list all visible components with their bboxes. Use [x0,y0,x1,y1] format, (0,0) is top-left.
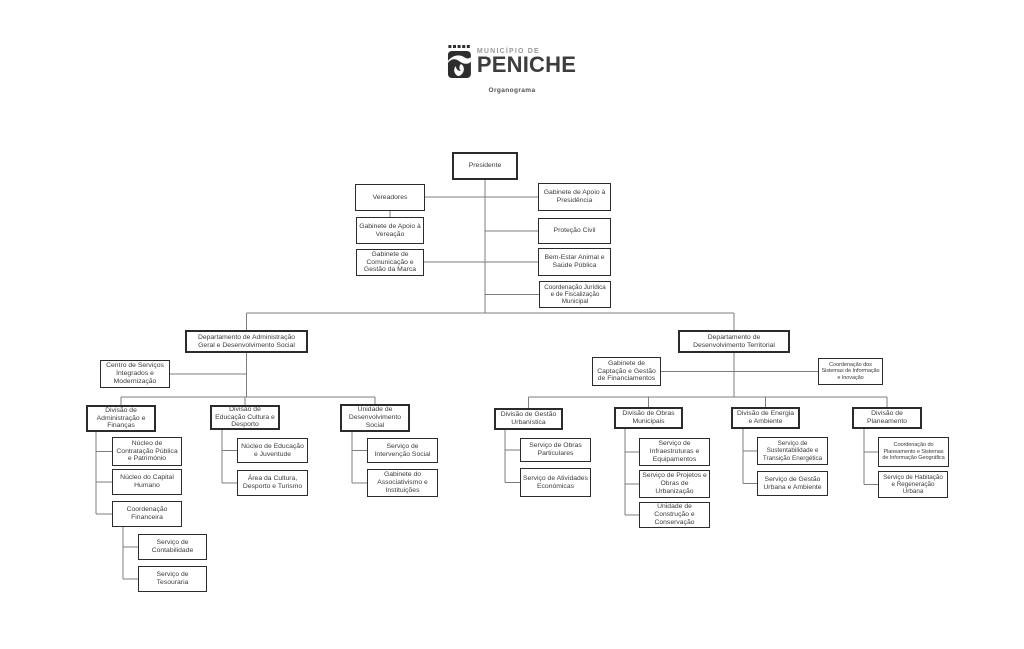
org-node-unidade-construcao: Unidade de Construção e Conservação [639,502,710,528]
organogram-subtitle: Organograma [488,87,536,94]
org-node-divisao-educacao: Divisão de Educação Cultura e Desporto [210,405,280,430]
org-node-servico-habitacao: Serviço de Habitação e Regeneração Urban… [878,471,948,498]
org-node-gabinete-captacao: Gabinete de Captação e Gestão de Financi… [592,357,661,386]
org-node-vereadores: Vereadores [355,184,425,211]
org-node-nucleo-capital-humano: Núcleo do Capital Humano [112,469,182,495]
org-node-nucleo-contratacao: Núcleo de Contratação Pública e Patrimón… [112,437,182,466]
org-node-presidente: Presidente [452,152,518,180]
org-node-servico-atividades-economicas: Serviço de Atividades Económicas [520,468,591,497]
municipality-label: MUNICÍPIO DE [476,48,540,55]
org-node-gabinete-associativismo: Gabinete do Associativismo e Instituiçõe… [367,469,438,497]
org-node-gabinete-apoio-presidencia: Gabinete de Apoio à Presidência [538,183,611,211]
org-node-divisao-energia-ambiente: Divisão de Energia e Ambiente [731,407,800,429]
logo-text: MUNICÍPIO DE PENICHE [477,45,576,76]
municipality-name: PENICHE [476,52,577,77]
org-node-departamento-administracao: Departamento de Administração Geral e De… [185,330,308,353]
org-node-coordenacao-planeamento: Coordenação do Planeamento e Sistemas de… [878,437,949,467]
org-node-servico-intervencao: Serviço de Intervenção Social [367,438,438,463]
connectors-left-department [120,353,376,405]
connectors-trunk [246,180,735,330]
connectors-presidency-staff [389,196,539,295]
org-node-servico-gestao-urbana: Serviço de Gestão Urbana e Ambiente [757,471,828,496]
municipality-logo: MUNICÍPIO DE PENICHE [447,45,576,79]
org-node-servico-sustentabilidade: Serviço de Sustentabilidade e Transição … [757,437,828,465]
org-node-divisao-gestao-urbanistica: Divisão de Gestão Urbanística [494,408,563,430]
org-node-servico-tesouraria: Serviço de Tesouraria [138,566,207,592]
org-node-servico-contabilidade: Serviço de Contabilidade [138,534,207,560]
org-node-servico-infraestruturas: Serviço de Infraestruturas e Equipamento… [639,438,710,466]
org-node-area-cultura: Área da Cultura, Desporto e Turismo [237,470,308,496]
org-node-bem-estar-animal: Bem-Estar Animal e Saúde Pública [538,248,611,276]
org-node-servico-projetos-obras: Serviço de Projetos e Obras de Urbanizaç… [639,470,710,498]
org-node-divisao-planeamento: Divisão de Planeamento [852,407,922,429]
org-node-gabinete-comunicacao: Gabinete de Comunicação e Gestão da Marc… [356,249,424,276]
org-node-coordenacao-juridica: Coordenação Jurídica e de Fiscalização M… [539,281,611,308]
municipality-crest-icon [447,45,471,78]
org-node-unidade-desenvolvimento-social: Unidade de Desenvolvimento Social [340,404,410,432]
connectors-left-elbows [95,430,367,580]
org-node-nucleo-educacao: Núcleo de Educação e Juventude [237,438,308,463]
org-node-coordenacao-sistemas: Coordenação dos Sistemas de Informação e… [818,358,883,385]
org-node-coordenacao-financeira: Coordenação Financeira [112,501,182,527]
connectors-right-department [528,353,888,408]
org-node-divisao-administracao-financas: Divisão de Administração e Finanças [86,405,156,432]
org-node-centro-servicos: Centro de Serviços Integrados e Moderniz… [100,360,170,388]
org-node-servico-obras-particulares: Serviço de Obras Particulares [520,438,591,462]
org-node-departamento-territorial: Departamento de Desenvolvimento Territor… [678,330,790,353]
connectors-right-elbows [504,429,878,516]
org-node-protecao-civil: Proteção Civil [538,218,611,244]
org-node-gabinete-apoio-vereacao: Gabinete de Apoio à Vereação [356,217,424,244]
org-node-divisao-obras-municipais: Divisão de Obras Municipais [614,407,683,429]
